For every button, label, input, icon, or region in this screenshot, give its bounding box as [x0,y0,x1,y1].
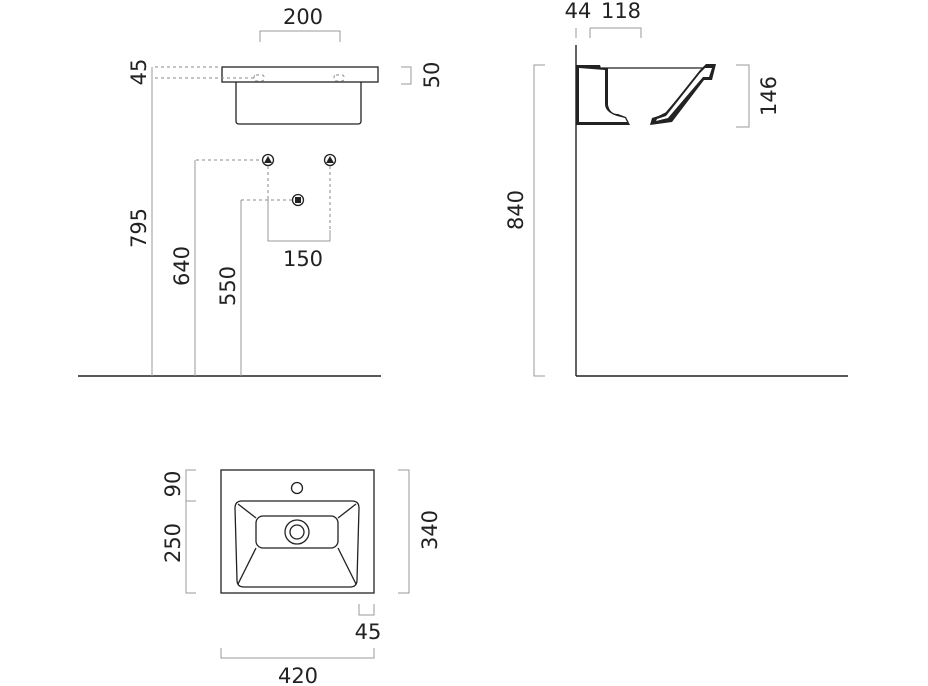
dim-line-left-depths [185,469,196,594]
dim-total-width: 420 [278,664,318,686]
plan-bowl-edge-bl [237,547,257,585]
dim-line-supply-spacing [267,198,331,242]
plan-bowl-floor [255,515,339,549]
dim-basin-depth: 146 [757,76,781,116]
dim-bowl-depth: 250 [161,523,185,563]
dim-rim-thickness: 50 [420,62,444,89]
dim-line-total-depth [398,469,410,594]
dim-side-margin: 45 [355,620,382,644]
front-overflow-left [253,74,265,82]
dim-line-wall-offset [575,27,642,38]
plan-drain-outer [284,519,310,545]
dim-total-depth: 340 [418,510,442,550]
side-basin-section [576,65,630,125]
dim-supply-spacing: 150 [283,247,323,271]
front-overflow-right [333,74,345,82]
supply-right-triangle-icon [326,156,334,163]
dim-top-margin: 90 [161,471,185,498]
dim-wall-offset: 44 [565,0,592,23]
drain-connector [291,193,305,207]
supply-right-connector [323,153,337,167]
front-basin-rim [221,66,379,83]
plan-basin-outline [220,469,375,594]
plan-drain-inner [289,524,305,540]
dim-height-drain: 550 [216,266,240,306]
dim-width-top: 200 [283,5,323,29]
dim-height-rim: 795 [127,208,151,248]
dim-height-supply: 640 [170,246,194,286]
front-basin-body [235,82,362,125]
plan-bowl-outline [234,500,360,588]
dim-total-height: 840 [504,190,528,230]
dim-line-basin-depth [736,64,750,128]
dim-bowl-offset: 118 [601,0,641,23]
supply-left-triangle-icon [264,156,272,163]
plan-view: 90 250 340 45 420 [161,469,442,686]
drain-square-icon [295,197,301,203]
plan-bowl-edge-tr [337,503,357,519]
supply-left-connector [261,153,275,167]
dim-line-total-width [220,648,375,659]
plan-bowl-edge-tl [237,503,257,519]
tap-hole [290,481,304,495]
dim-line-rim-thickness [401,66,412,85]
dim-line-total-height [533,64,545,377]
dim-line-width-top [259,30,341,42]
plan-bowl-edge-br [337,547,357,585]
side-basin-front-wall-hollow [656,68,712,121]
front-view: 200 45 50 795 640 550 150 [78,5,444,377]
side-view: 44 118 146 840 [504,0,848,377]
dim-line-side-margin [358,604,375,616]
dim-rim-offset: 45 [127,59,151,86]
